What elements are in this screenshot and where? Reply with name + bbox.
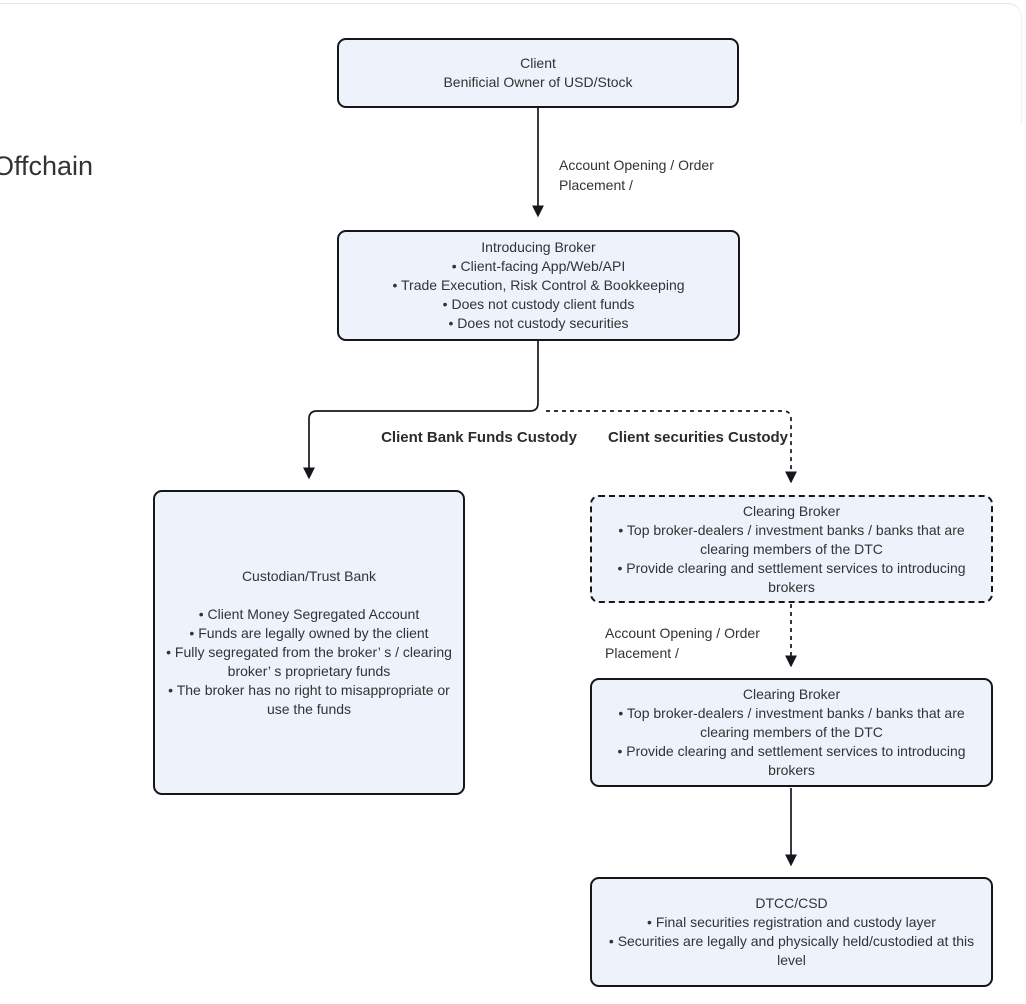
bullet-item: Provide clearing and settlement services…: [601, 742, 982, 780]
bullet-item: Does not custody securities: [348, 314, 729, 333]
node-client: Client Benificial Owner of USD/Stock: [337, 38, 739, 108]
node-introducing-broker-title: Introducing Broker: [481, 239, 596, 255]
bullet-item: Final securities registration and custod…: [601, 913, 982, 932]
bullet-item: The broker has no right to misappropriat…: [160, 681, 458, 719]
bullet-item: Securities are legally and physically he…: [601, 932, 982, 970]
node-clearing-broker-2-title: Clearing Broker: [742, 686, 841, 702]
bullet-item: Top broker-dealers / investment banks / …: [601, 704, 982, 742]
node-clearing-broker-solid: Clearing Broker Top broker-dealers / inv…: [590, 678, 993, 787]
bullet-item: Does not custody client funds: [348, 295, 729, 314]
bullet-item: Top broker-dealers / investment banks / …: [601, 521, 982, 559]
node-client-title: Client: [520, 55, 556, 71]
node-custodian-title: Custodian/Trust Bank: [241, 567, 377, 584]
node-dtcc-csd: DTCC/CSD Final securities registration a…: [590, 877, 993, 987]
bullet-item: Fully segregated from the broker’ s / cl…: [160, 643, 458, 681]
bullet-item: Funds are legally owned by the client: [160, 624, 458, 643]
edge-introducing-to-custodian: [303, 341, 539, 480]
node-dtcc-title: DTCC/CSD: [755, 895, 828, 911]
offchain-label: Offchain: [0, 151, 94, 181]
bullet-item: Client-facing App/Web/API: [348, 257, 729, 276]
node-custodian-trust-bank: Custodian/Trust Bank Client Money Segreg…: [153, 490, 465, 795]
branch-label-funds-custody: Client Bank Funds Custody: [381, 429, 577, 446]
node-introducing-broker: Introducing Broker Client-facing App/Web…: [337, 230, 740, 341]
edge-introducing-to-clearing: [546, 410, 797, 484]
bullet-item: Client Money Segregated Account: [160, 605, 458, 624]
branch-label-securities-custody: Client securities Custody: [607, 429, 789, 446]
node-clearing-broker-1-title: Clearing Broker: [742, 502, 841, 519]
node-client-subtitle: Benificial Owner of USD/Stock: [443, 74, 633, 90]
edge-label-account-opening-bottom: Account Opening / Order Placement /: [605, 625, 760, 661]
node-clearing-broker-dashed: Clearing Broker Top broker-dealers / inv…: [590, 495, 993, 603]
bullet-item: Trade Execution, Risk Control & Bookkeep…: [348, 276, 729, 295]
bullet-item: Provide clearing and settlement services…: [601, 559, 982, 597]
edge-label-account-opening-top: Account Opening / Order Placement /: [559, 157, 714, 193]
